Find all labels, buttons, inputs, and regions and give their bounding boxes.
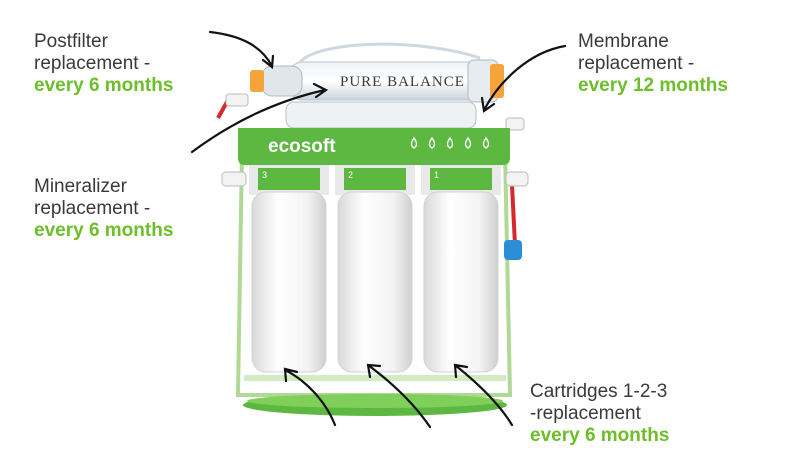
callout-title: Postfilter	[34, 31, 108, 52]
membrane-label: PURE BALANCE	[340, 74, 465, 90]
clear-tube	[298, 42, 481, 64]
drop-icon-row	[410, 136, 490, 149]
filter-housing-3: 3	[249, 165, 329, 373]
mineralizer-housing	[285, 101, 477, 129]
membrane-callout: Membrane replacement - every 12 months	[578, 31, 728, 97]
housing-number: 2	[348, 170, 353, 180]
callout-subtitle: replacement -	[34, 198, 151, 219]
callout-title: Mineralizer	[34, 176, 127, 197]
callout-interval: every 6 months	[34, 75, 174, 96]
callout-subtitle: replacement -	[34, 53, 151, 74]
postfilter-housing	[250, 65, 303, 97]
arrow-membrane	[480, 44, 567, 113]
arrow-cartridge-middle	[366, 363, 432, 429]
brand-logo: ecosoft	[268, 136, 336, 157]
fitting-left	[221, 93, 249, 187]
fitting-right	[504, 117, 529, 260]
housing-number: 3	[262, 170, 267, 180]
callout-interval: every 6 months	[530, 425, 670, 446]
callout-interval: every 6 months	[34, 220, 174, 241]
filter-housing-1: 1	[421, 165, 501, 373]
callout-interval: every 12 months	[578, 75, 728, 96]
callout-title: Membrane	[578, 31, 669, 52]
filter-housing-2: 2	[335, 165, 415, 373]
arrow-postfilter	[208, 30, 275, 70]
callout-subtitle: -replacement	[530, 403, 641, 424]
callout-subtitle: replacement -	[578, 53, 695, 74]
housing-number: 1	[434, 170, 439, 180]
arrow-mineralizer	[190, 82, 329, 154]
arrow-cartridge-right	[453, 363, 514, 427]
green-header-panel: ecosoft	[238, 128, 510, 165]
postfilter-callout: Postfilter replacement - every 6 months	[34, 31, 173, 97]
cartridges-callout: Cartridges 1-2-3 -replacement every 6 mo…	[530, 381, 669, 447]
mineralizer-callout: Mineralizer replacement - every 6 months	[34, 176, 173, 242]
arrow-cartridge-left	[283, 367, 337, 427]
callout-title: Cartridges 1-2-3	[530, 381, 668, 402]
membrane-housing: PURE BALANCE	[289, 59, 504, 103]
